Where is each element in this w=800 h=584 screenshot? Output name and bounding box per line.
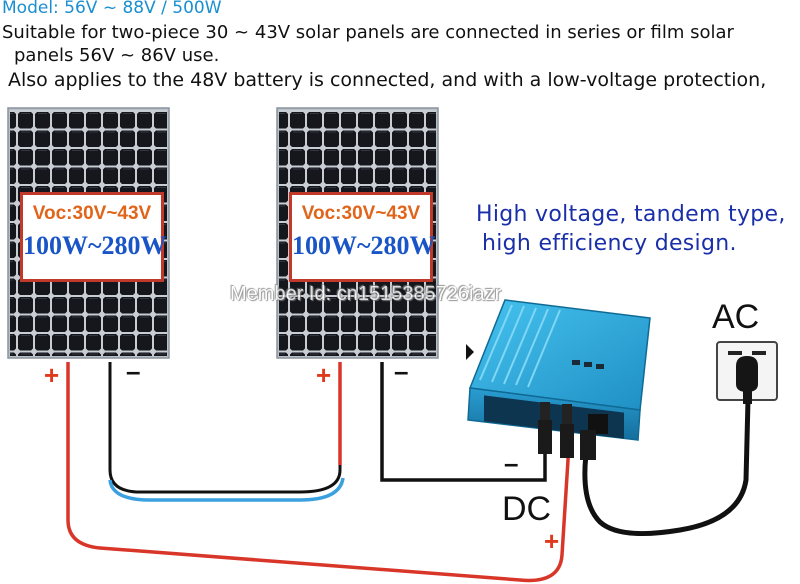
ac-label: AC [712, 298, 760, 336]
panel-1-negative-sign: – [126, 356, 141, 386]
panel-1-wattage: 100W~280W [23, 231, 167, 260]
dc-label: DC [502, 490, 552, 528]
watermark-text: Member Id: cn1515385726iazr [230, 283, 502, 305]
panel-1-label: Voc:30V~43V 100W~280W [20, 192, 167, 282]
panel-2-label: Voc:30V~43V 100W~280W [289, 192, 436, 282]
positive-wire [66, 362, 570, 583]
series-link-wire [108, 362, 342, 494]
model-text: Model: 56V ~ 88V / 500W [2, 0, 222, 18]
tagline-line-1: High voltage, tandem type, [476, 202, 786, 227]
panel-1-voc: Voc:30V~43V [32, 203, 152, 224]
ac-cable [582, 399, 751, 537]
tagline-line-2: high efficiency design. [482, 231, 737, 256]
panel-2-voc: Voc:30V~43V [301, 203, 421, 224]
panel-2-negative-sign: – [394, 356, 409, 386]
dc-positive-sign: + [544, 526, 560, 556]
grid-tie-inverter-icon [466, 299, 651, 460]
negative-wire [380, 362, 547, 482]
panel-1-positive-sign: + [44, 360, 60, 390]
dc-negative-sign: – [504, 448, 519, 478]
description-line-3: Also applies to the 48V battery is conne… [8, 69, 767, 91]
description-line-2: panels 56V ~ 86V use. [14, 45, 220, 66]
power-plug-icon [736, 356, 758, 404]
panel-2-positive-sign: + [316, 360, 332, 390]
description-line-1: Suitable for two-piece 30 ~ 43V solar pa… [2, 22, 734, 43]
panel-2-wattage: 100W~280W [292, 231, 436, 260]
